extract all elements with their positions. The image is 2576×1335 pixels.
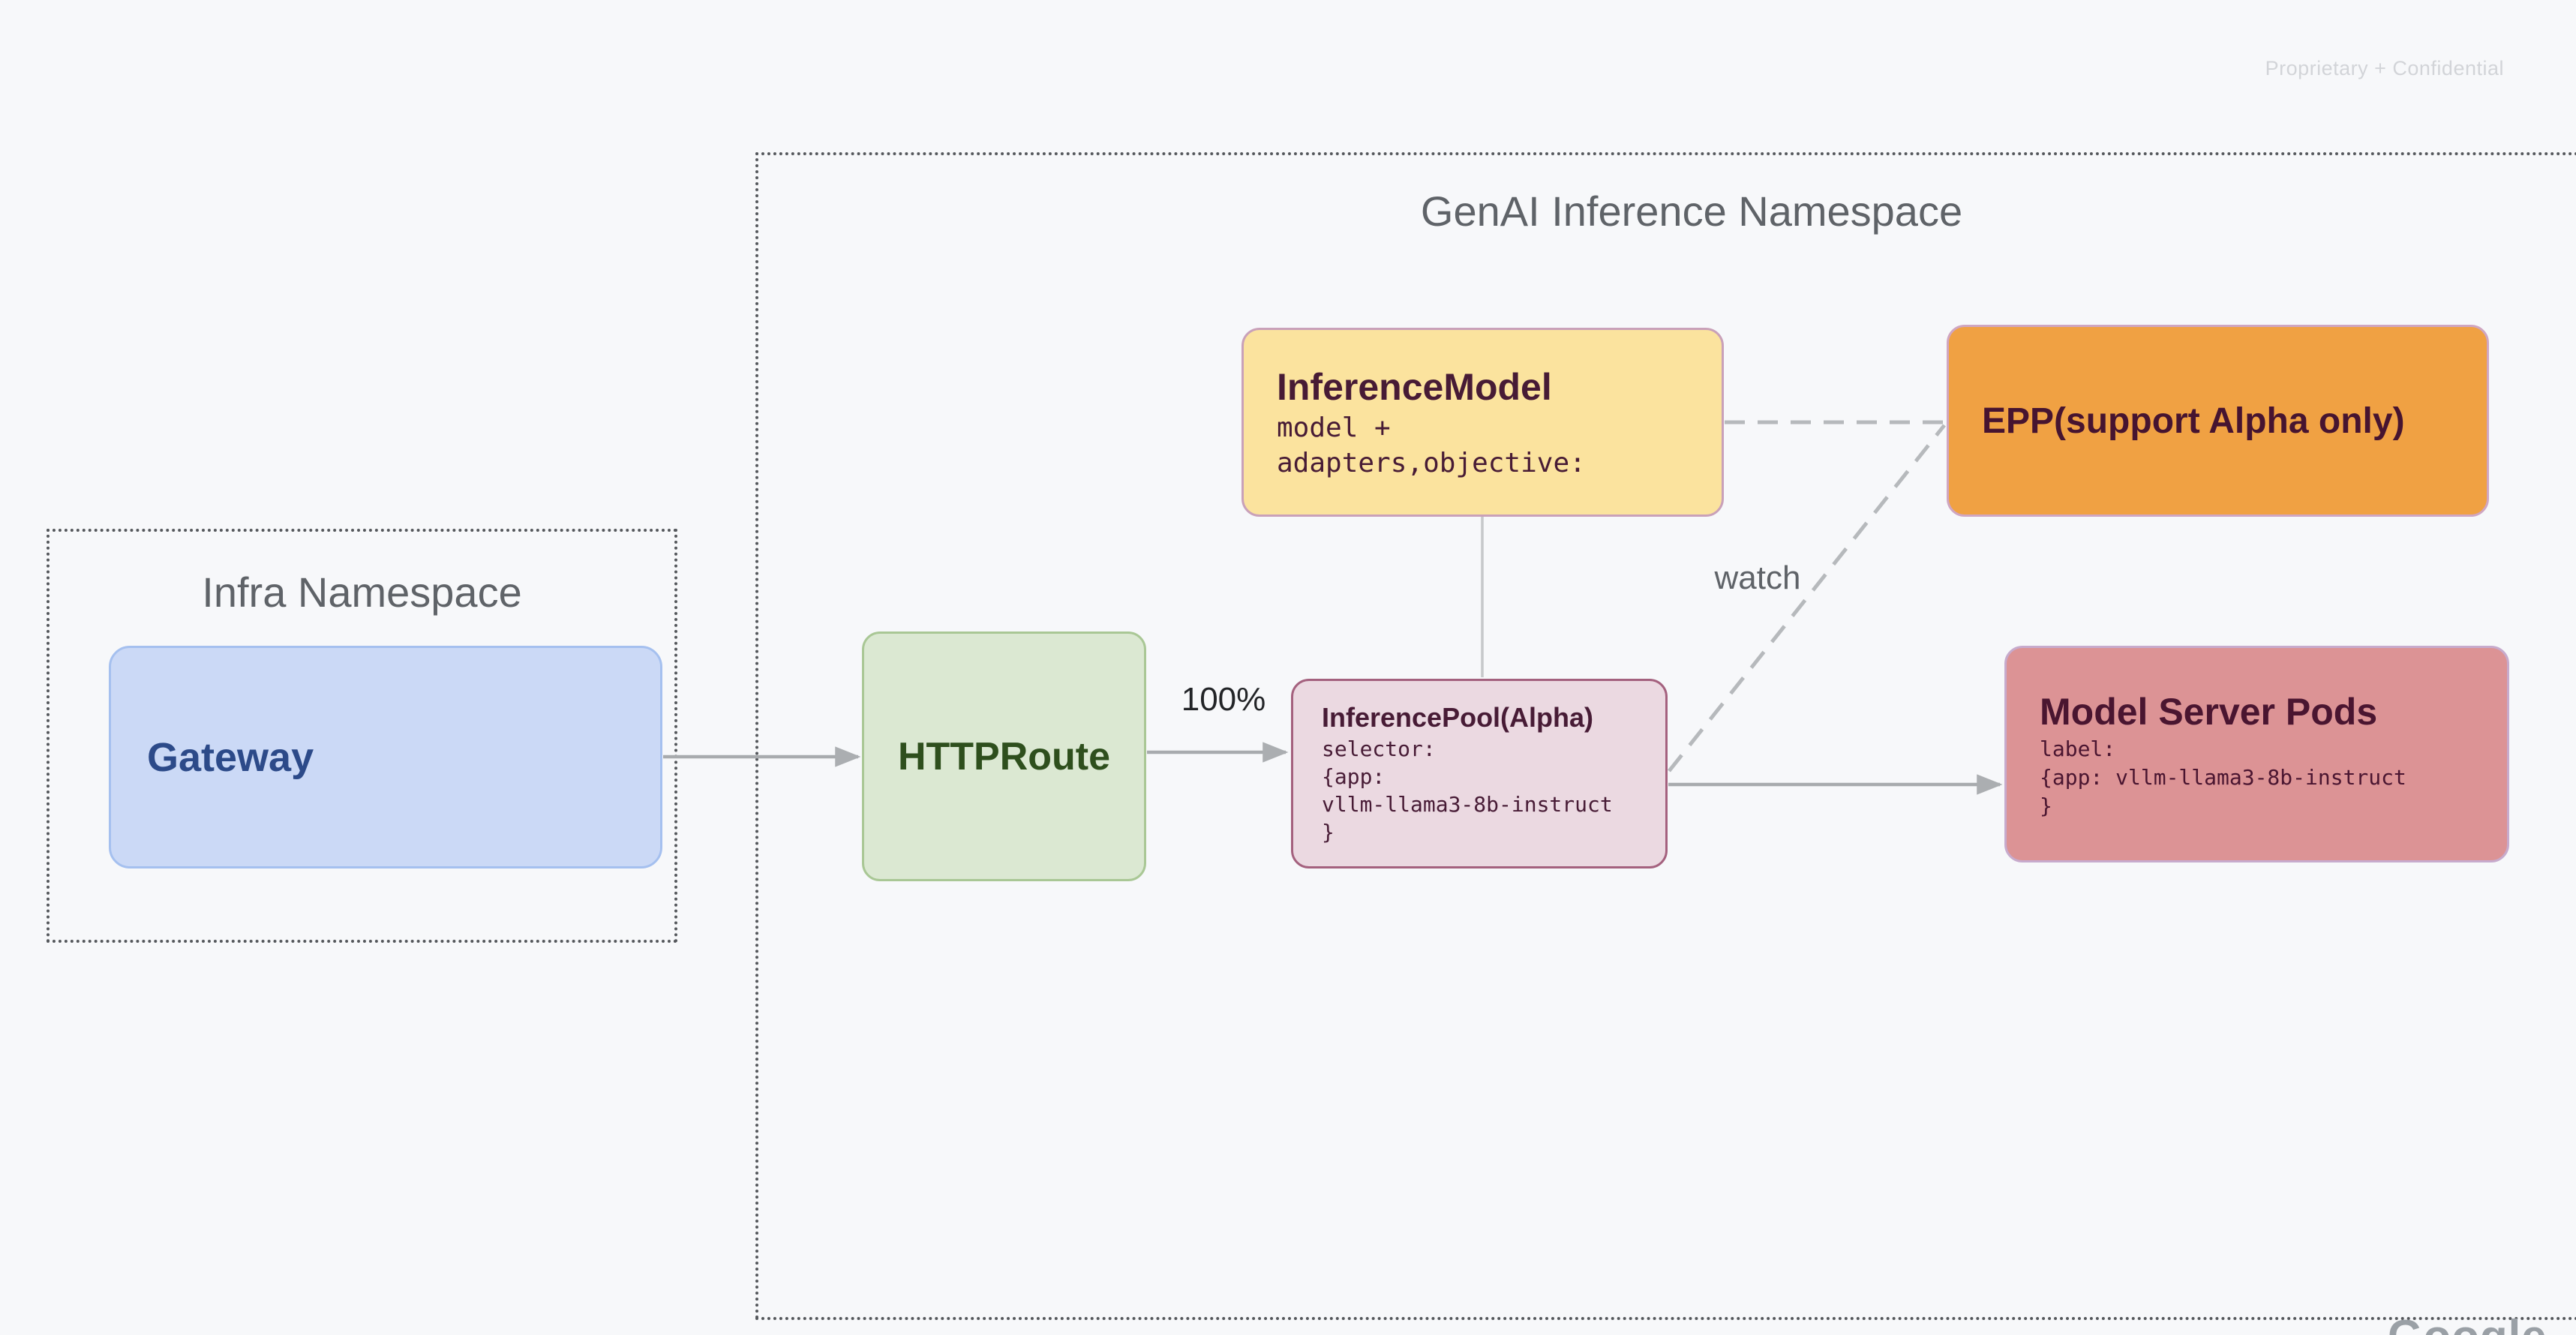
model-server-pods-spec-line: {app: vllm-llama3-8b-instruct bbox=[2040, 764, 2406, 790]
inference-pool-spec-line: {app: bbox=[1322, 764, 1386, 789]
inference-pool-node: InferencePool(Alpha) selector: {app: vll… bbox=[1291, 679, 1668, 868]
model-server-pods-spec-line: } bbox=[2040, 793, 2052, 818]
model-server-pods-title: Model Server Pods bbox=[2040, 690, 2378, 733]
inference-pool-spec-line: vllm-llama3-8b-instruct bbox=[1322, 791, 1613, 817]
edge-inferencepool-to-epp-watch-dashed bbox=[1668, 424, 1946, 772]
google-logo-partial: Google bbox=[2388, 1314, 2547, 1335]
infra-namespace-box: Infra Namespace bbox=[47, 529, 677, 943]
genai-namespace-box: GenAI Inference Namespace bbox=[755, 152, 2576, 1320]
infra-namespace-title: Infra Namespace bbox=[202, 568, 522, 616]
watch-label: watch bbox=[1714, 560, 1801, 596]
genai-namespace-title: GenAI Inference Namespace bbox=[1420, 188, 1963, 235]
inference-pool-spec-line: selector: bbox=[1322, 736, 1436, 761]
httproute-label: HTTPRoute bbox=[897, 734, 1111, 778]
confidential-watermark: Proprietary + Confidential bbox=[2265, 57, 2504, 80]
model-server-pods-spec-line: label: bbox=[2040, 736, 2116, 762]
inference-model-spec-line: model + bbox=[1277, 412, 1391, 443]
inference-model-title: InferenceModel bbox=[1277, 365, 1552, 408]
model-server-pods-node: Model Server Pods label: {app: vllm-llam… bbox=[2004, 646, 2509, 862]
inference-model-spec-line: adapters,objective: bbox=[1277, 447, 1586, 478]
gateway-label: Gateway bbox=[147, 734, 314, 780]
inference-model-node: InferenceModel model + adapters,objectiv… bbox=[1241, 328, 1724, 517]
epp-label: EPP(support Alpha only) bbox=[1982, 400, 2405, 441]
httproute-node: HTTPRoute bbox=[862, 632, 1146, 881]
traffic-weight-label: 100% bbox=[1181, 681, 1266, 718]
gateway-node: Gateway bbox=[109, 646, 662, 868]
inference-pool-spec-line: } bbox=[1322, 819, 1335, 844]
epp-node: EPP(support Alpha only) bbox=[1947, 325, 2489, 517]
inference-pool-title: InferencePool(Alpha) bbox=[1322, 702, 1594, 734]
